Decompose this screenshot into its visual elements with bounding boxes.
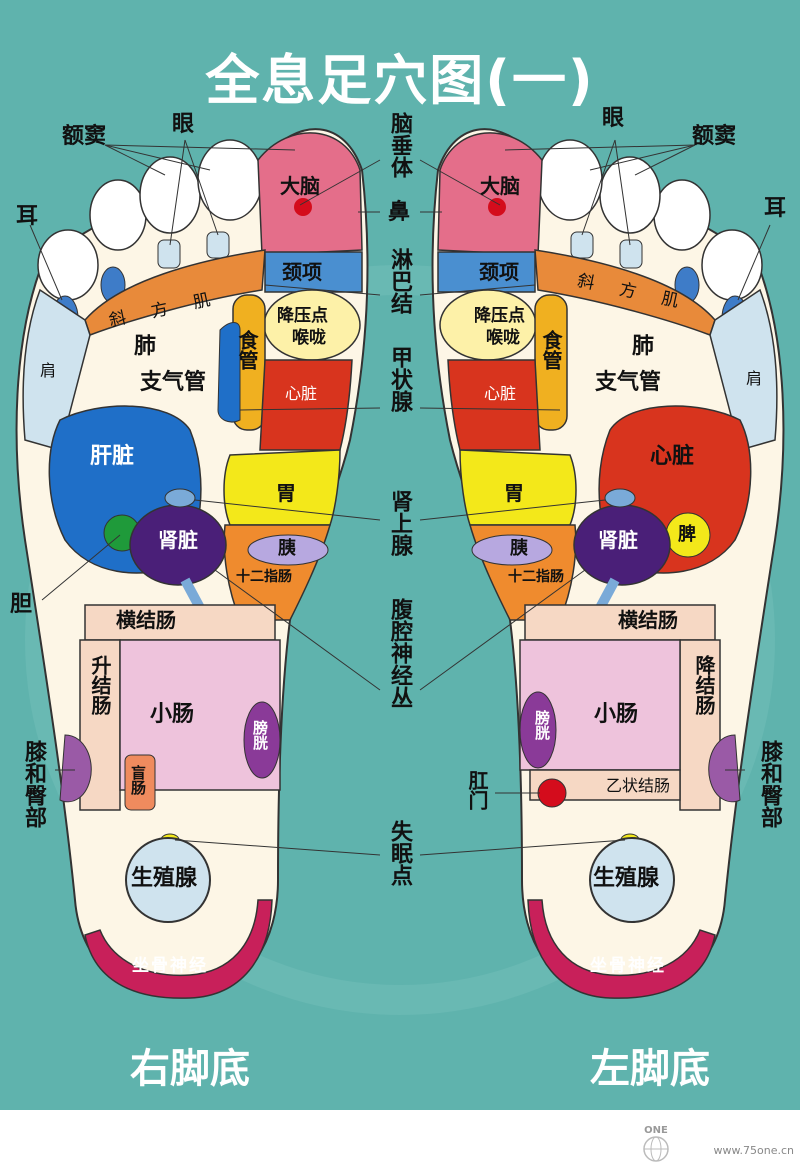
rf-lung: 肺 (134, 336, 156, 358)
rf-knee-hip: 膝和臀部 (22, 740, 44, 828)
rf-ascending-colon: 升结肠 (90, 655, 110, 715)
lf-sigmoid-colon: 乙状结肠 (606, 778, 670, 794)
anus-zone (538, 779, 566, 807)
lf-transverse-colon: 横结肠 (618, 610, 678, 630)
lf-pancreas: 胰 (510, 540, 528, 558)
rf-brain: 大脑 (280, 176, 320, 196)
eye-spot-c (571, 232, 593, 258)
rf-kidney: 肾脏 (158, 530, 198, 550)
rf-neck: 颈项 (282, 262, 322, 282)
rf-heart: 心脏 (285, 386, 317, 402)
label-celiac: 腹腔神经丛 (388, 598, 410, 708)
eye-spot-b (620, 240, 642, 268)
label-nose: 鼻 (388, 202, 410, 224)
lf-shoulder: 肩 (744, 370, 760, 386)
rf-pancreas: 胰 (278, 540, 296, 558)
adrenal-zone (605, 489, 635, 507)
rf-bp-point: 降压点 (277, 308, 328, 325)
lf-duodenum: 十二指肠 (508, 570, 564, 584)
pituitary-point (294, 198, 312, 216)
lf-knee-hip: 膝和臀部 (758, 740, 780, 828)
lf-neck: 颈项 (479, 262, 519, 282)
lf-esophagus: 食管 (541, 330, 561, 370)
lf-sciatic: 坐骨神经 (590, 958, 666, 975)
lf-ear: 耳 (764, 198, 786, 220)
rf-genital: 生殖腺 (131, 868, 197, 890)
heart-small-zone (448, 360, 540, 450)
toe-2 (198, 140, 262, 220)
label-pituitary: 脑垂体 (388, 112, 410, 178)
lf-bp-point: 降压点 (474, 308, 525, 325)
lf-bronchus: 支气管 (595, 372, 661, 394)
transverse-colon (85, 605, 275, 640)
eye-spot-b (158, 240, 180, 268)
watermark-logo-text: ONE (644, 1125, 668, 1136)
toe-2 (538, 140, 602, 220)
eye-spot-c (207, 232, 229, 258)
rf-shoulder: 肩 (38, 362, 54, 378)
rf-esophagus: 食管 (237, 330, 257, 370)
rf-bladder: 膀胱 (252, 720, 267, 750)
rf-throat: 喉咙 (292, 330, 326, 347)
lf-bladder: 膀胱 (534, 710, 549, 740)
label-adrenal: 肾上腺 (388, 490, 410, 556)
rf-appendix: 盲肠 (130, 765, 145, 795)
label-thyroid: 甲状腺 (388, 346, 410, 412)
page-title: 全息足穴图(一) (0, 36, 800, 115)
lf-forehead-sinus: 额窦 (692, 126, 736, 148)
toe-3 (140, 157, 200, 233)
pituitary-point (488, 198, 506, 216)
lf-heart-small: 心脏 (484, 386, 516, 402)
left-foot-label: 左脚底 (590, 1036, 710, 1094)
lf-heart: 心脏 (650, 446, 694, 468)
heart-zone (260, 360, 352, 450)
lf-spleen: 脾 (678, 526, 696, 544)
rf-sciatic: 坐骨神经 (132, 958, 208, 975)
rf-eye: 眼 (172, 114, 194, 136)
lf-lung: 肺 (632, 336, 654, 358)
label-lymph: 淋巴结 (388, 248, 410, 314)
watermark-site: www.75one.cn (714, 1144, 794, 1157)
label-insomnia: 失眠点 (388, 820, 410, 886)
rf-ear: 耳 (16, 206, 38, 228)
toe-3 (600, 157, 660, 233)
lf-anus: 肛门 (467, 770, 487, 810)
rf-transverse-colon: 横结肠 (116, 610, 176, 630)
lf-throat: 喉咙 (486, 330, 520, 347)
adrenal-zone (165, 489, 195, 507)
lf-small-intestine: 小肠 (594, 704, 638, 726)
right-foot-label: 右脚底 (130, 1036, 250, 1094)
lf-stomach: 胃 (504, 483, 524, 503)
lf-eye: 眼 (602, 108, 624, 130)
lf-brain: 大脑 (480, 176, 520, 196)
toe-4 (90, 180, 146, 250)
lf-descending-colon: 降结肠 (694, 655, 714, 715)
rf-stomach: 胃 (276, 483, 296, 503)
rf-gallbladder: 胆 (10, 594, 32, 616)
rf-liver: 肝脏 (90, 446, 134, 468)
toe-4 (654, 180, 710, 250)
rf-bronchus: 支气管 (140, 372, 206, 394)
rf-small-intestine: 小肠 (150, 704, 194, 726)
lf-kidney: 肾脏 (598, 530, 638, 550)
rf-duodenum: 十二指肠 (236, 570, 292, 584)
globe-logo-icon: ONE (630, 1123, 682, 1163)
rf-forehead-sinus: 额窦 (62, 126, 106, 148)
lf-genital: 生殖腺 (593, 868, 659, 890)
